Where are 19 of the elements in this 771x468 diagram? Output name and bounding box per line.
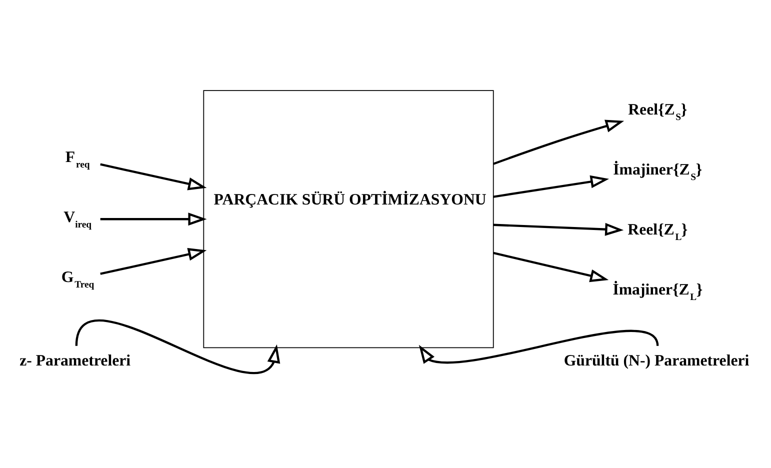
node-text: Gürültü (N-) Parametreleri bbox=[564, 352, 750, 370]
node-text: İmajiner{Z$_{L}$} bbox=[612, 280, 703, 302]
arrow bbox=[100, 248, 207, 274]
node-text: Reel{Z$_{L}$} bbox=[628, 220, 688, 242]
arrow bbox=[493, 222, 624, 236]
node-text: V$_{ireq}$ bbox=[64, 208, 92, 230]
arrow bbox=[493, 251, 609, 282]
node-text: z- Parametreleri bbox=[20, 352, 131, 370]
node-box: PARÇACIK SÜRÜ OPTİMİZASYONU bbox=[203, 90, 494, 348]
arrow bbox=[418, 329, 659, 364]
arrow bbox=[493, 119, 624, 164]
node-text: Reel{Z$_{S}$} bbox=[628, 101, 688, 123]
arrow bbox=[75, 319, 280, 374]
node-text: F$_{req}$ bbox=[65, 148, 90, 170]
node-text: G$_{Treq}$ bbox=[61, 268, 94, 290]
arrow bbox=[493, 174, 610, 198]
arrow bbox=[100, 212, 207, 226]
arrow bbox=[100, 162, 207, 190]
node-text: İmajiner{Z$_{S}$} bbox=[613, 161, 702, 183]
